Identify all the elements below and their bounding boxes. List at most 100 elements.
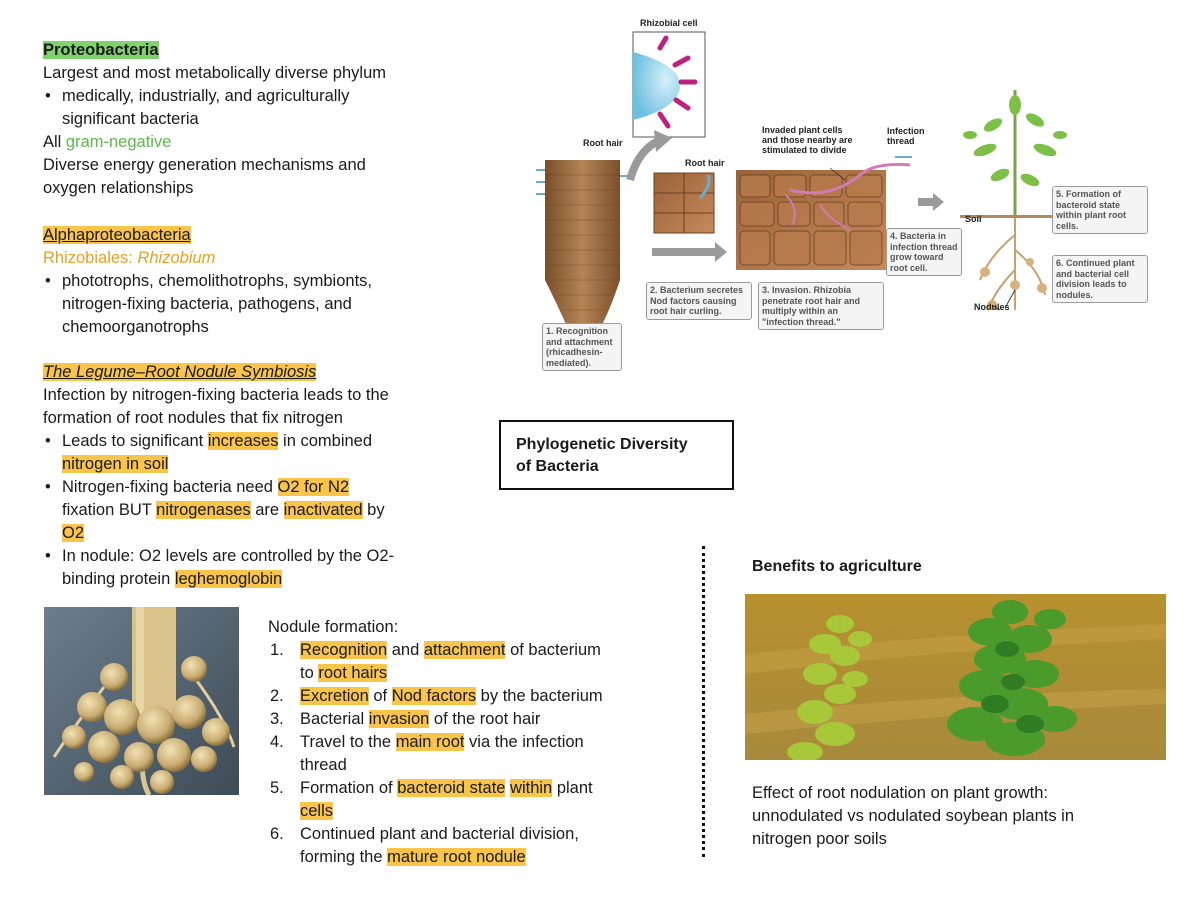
s3-text: Bacterial	[300, 710, 369, 728]
step1-box: 1. Recognition and attachment (rhicadhes…	[542, 323, 622, 371]
s1-hl3: root hairs	[318, 664, 388, 682]
s3-text2: of the root hair	[429, 710, 541, 728]
label-root-hair-1: Root hair	[583, 138, 623, 148]
s6-text2: forming the	[300, 848, 388, 866]
diagram-art	[536, 31, 1080, 355]
s1-hl2: attachment	[423, 641, 506, 659]
b3-text2: binding protein	[62, 570, 175, 588]
nodule-step-1: 1. Recognition and attachment of bacteri…	[268, 639, 603, 685]
alpha-bullet-line2: nitrogen-fixing bacteria, pathogens, and	[62, 295, 352, 313]
s2-text: of	[368, 687, 392, 705]
root-nodule-photo	[44, 607, 239, 795]
b3-text: In nodule: O2 levels are controlled by t…	[62, 547, 395, 565]
benefits-title: Benefits to agriculture	[752, 558, 922, 575]
alpha-sub-genus: Rhizobium	[137, 249, 216, 267]
proteo-bullet-line1: medically, industrially, and agricultura…	[62, 87, 350, 105]
proteo-bullet: medically, industrially, and agricultura…	[43, 85, 386, 131]
b2-hl: O2 for N2	[277, 478, 350, 496]
label-invaded-cells: Invaded plant cells and those nearby are…	[762, 125, 853, 155]
caption-line3: nitrogen poor soils	[752, 830, 887, 848]
b2-text: Nitrogen-fixing bacteria need	[62, 478, 278, 496]
soybean-field-photo	[745, 594, 1166, 760]
nodule-image	[44, 607, 239, 795]
alpha-title: Alphaproteobacteria	[43, 226, 191, 244]
proteo-line1: Largest and most metabolically diverse p…	[43, 64, 386, 82]
proteo-gram-line: All gram-negative	[43, 131, 386, 154]
alpha-bullet-line3: chemoorganotrophs	[62, 318, 209, 336]
s5-hl2: within	[510, 779, 553, 797]
s4-text2: via the infection	[464, 733, 584, 751]
step5-box: 5. Formation of bacteroid state within p…	[1052, 186, 1148, 234]
legume-bullet-3: In nodule: O2 levels are controlled by t…	[43, 545, 394, 591]
alphaproteobacteria-section: Alphaproteobacteria Rhizobiales: Rhizobi…	[43, 224, 372, 339]
nodule-step-4: 4. Travel to the main root via the infec…	[268, 731, 603, 777]
step-number: 2.	[270, 687, 284, 705]
alpha-sub-prefix: Rhizobiales:	[43, 249, 138, 267]
b2-text4: by	[362, 501, 385, 519]
phylogenetic-diversity-title-box: Phylogenetic Diversity of Bacteria	[499, 420, 734, 490]
step-number: 6.	[270, 825, 284, 843]
s3-hl: invasion	[368, 710, 430, 728]
proteobacteria-title: Proteobacteria	[43, 41, 159, 59]
b1-text: Leads to significant	[62, 432, 208, 450]
alpha-subtitle: Rhizobiales: Rhizobium	[43, 247, 372, 270]
s4-text3: thread	[300, 756, 347, 774]
invaded-line1: Invaded plant cells	[762, 125, 843, 135]
alpha-bullet: phototrophs, chemolithotrophs, symbionts…	[43, 270, 372, 339]
label-root-hair-2: Root hair	[685, 158, 725, 168]
label-soil: Soil	[965, 214, 982, 224]
legume-bullet-2: Nitrogen-fixing bacteria need O2 for N2 …	[43, 476, 394, 545]
s1-text: and	[387, 641, 424, 659]
s1-text2: of bacterium	[505, 641, 601, 659]
header-line2: of Bacteria	[516, 458, 599, 475]
b3-hl: leghemoglobin	[174, 570, 283, 588]
nodule-step-2: 2. Excretion of Nod factors by the bacte…	[268, 685, 603, 708]
proteobacteria-section: Proteobacteria Largest and most metaboli…	[43, 39, 386, 200]
s2-hl2: Nod factors	[391, 687, 477, 705]
invaded-line3: stimulated to divide	[762, 145, 847, 155]
proteo-line3a: Diverse energy generation mechanisms and	[43, 156, 366, 174]
caption-line1: Effect of root nodulation on plant growt…	[752, 784, 1048, 802]
infection-line1: Infection	[887, 126, 925, 136]
b1-hl: increases	[207, 432, 279, 450]
legume-bullet-1: Leads to significant increases in combin…	[43, 430, 394, 476]
benefits-caption: Effect of root nodulation on plant growt…	[752, 782, 1074, 851]
s2-hl: Excretion	[300, 687, 369, 705]
nodule-step-6: 6. Continued plant and bacterial divisio…	[268, 823, 603, 869]
s4-hl: main root	[395, 733, 465, 751]
nodule-formation-section: Nodule formation: 1. Recognition and att…	[268, 616, 603, 869]
legume-intro-line2: formation of root nodules that fix nitro…	[43, 409, 343, 427]
step2-box: 2. Bacterium secretes Nod factors causin…	[646, 282, 752, 320]
legume-section: The Legume–Root Nodule Symbiosis Infecti…	[43, 361, 394, 591]
proteo-bullet-line2: significant bacteria	[62, 110, 199, 128]
b2-text2: fixation BUT	[62, 501, 157, 519]
header-line1: Phylogenetic Diversity	[516, 436, 688, 453]
label-rhizobial-cell: Rhizobial cell	[640, 18, 698, 28]
gram-negative: gram-negative	[65, 133, 172, 151]
b2-hl4: O2	[62, 524, 85, 542]
step-number: 5.	[270, 779, 284, 797]
step-number: 3.	[270, 710, 284, 728]
step-number: 1.	[270, 641, 284, 659]
soybean-image	[745, 594, 1166, 760]
nodulation-diagram: Rhizobial cell Root hair Root hair Invad…	[530, 10, 1160, 380]
step-number: 4.	[270, 733, 284, 751]
s5-text: Formation of	[300, 779, 398, 797]
nodule-formation-title: Nodule formation:	[268, 618, 399, 636]
s2-text2: by the bacterium	[476, 687, 603, 705]
invaded-line2: and those nearby are	[762, 135, 853, 145]
step4-box: 4. Bacteria in infection thread grow tow…	[886, 228, 962, 276]
s6-text: Continued plant and bacterial division,	[300, 825, 579, 843]
step6-box: 6. Continued plant and bacterial cell di…	[1052, 255, 1148, 303]
step3-box: 3. Invasion. Rhizobia penetrate root hai…	[758, 282, 884, 330]
nodule-step-5: 5. Formation of bacteroid state within p…	[268, 777, 603, 823]
s4-text: Travel to the	[300, 733, 396, 751]
b1-text2: in combined	[278, 432, 373, 450]
s6-hl: mature root nodule	[387, 848, 526, 866]
label-infection-thread: Infection thread	[887, 126, 925, 146]
legume-intro-line1: Infection by nitrogen-fixing bacteria le…	[43, 386, 389, 404]
b2-hl2: nitrogenases	[156, 501, 251, 519]
s1-hl: Recognition	[300, 641, 388, 659]
s1-text3: to	[300, 664, 319, 682]
b2-text3: are	[250, 501, 284, 519]
